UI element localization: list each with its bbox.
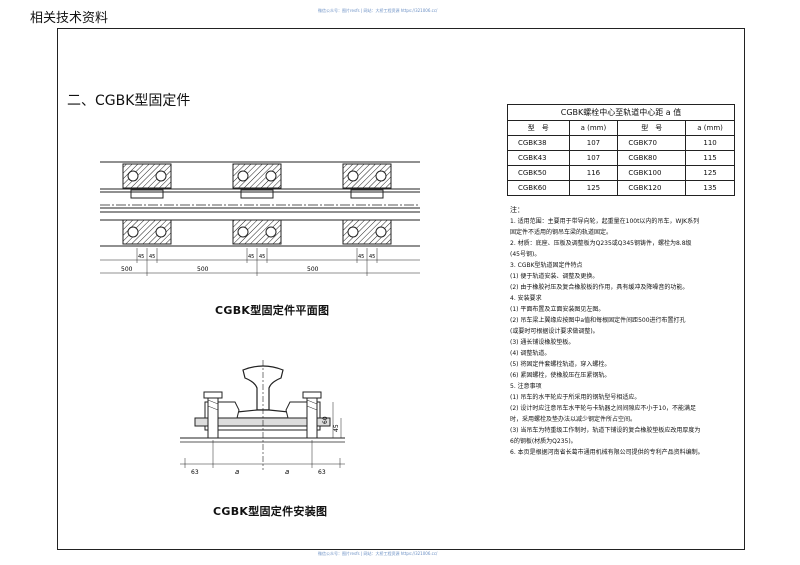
note-line: 固定件不适用的钢吊车梁的轨道固定。 [510,229,613,236]
note-line: (45号钢)。 [510,251,541,258]
plan-dim-45-b2: 45 [259,254,265,260]
cell-a: 125 [685,165,735,181]
install-dim-63-left: 63 [191,469,199,476]
spec-header-a-2: a (mm) [685,120,735,136]
cell-model: CGBK43 [507,150,570,166]
watermark-top: 微信公众号：图片resfs | 网站：大桥工程资源 https://321006… [318,8,438,13]
note-line: 4. 安装要求 [510,295,542,302]
install-dim-a-left: a [235,468,239,476]
plan-dim-45-a2: 45 [149,254,155,260]
note-line: (1) 吊车的水平轮应于所采用的钢轨型号相适应。 [510,394,641,401]
note-line: 6的钢板(材质为Q235)。 [510,438,577,445]
cell-model: CGBK50 [507,165,570,181]
spec-header-model-1: 型 号 [507,120,570,136]
fastener-plan-2 [232,163,282,245]
plan-dim-45-c2: 45 [369,254,375,260]
note-line: (5) 将固定件套螺栓轨道，穿入螺栓。 [510,361,611,368]
note-line: 时，采用螺栓及垫办法以减少钢定件所占空间。 [510,416,637,423]
install-dim-a-right: a [285,468,289,476]
cell-a: 116 [568,165,619,181]
note-line: 2. 材质：底座、压板及调整板为Q235或Q345钢铸件，螺栓为8.8级 [510,240,692,247]
cell-a: 107 [568,150,619,166]
install-dim-45: 45 [333,424,340,432]
cell-a: 107 [568,135,619,151]
plan-dim-45-b1: 45 [248,254,254,260]
table-row: CGBK60 125 CGBK120 135 [507,180,735,196]
fastener-plan-1 [122,163,172,245]
spec-header-model-2: 型 号 [617,120,687,136]
note-line: (2) 设计时应注意吊车水平轮与卡轨器之间间隙应不小于10，不能满足 [510,405,697,412]
notes-block: 注： 1. 适用范围：主要用于带导向轮，起重量在100t以内的吊车，WJK系列 … [510,205,735,458]
install-dim-60: 60 [322,416,329,424]
note-line: (或要时可根据设计要求做调整)。 [510,328,599,335]
spec-table: CGBK螺栓中心至轨道中心距 a 值 型 号 a (mm) 型 号 a (mm)… [507,104,735,196]
note-line: 6. 本页是根据河南省长葛市通用机械有限公司提供的专利产品资料编制。 [510,449,704,456]
page-header-title: 相关技术资料 [30,11,109,26]
table-row: CGBK38 107 CGBK70 110 [507,135,735,151]
note-line: 3. CGBK型轨道固定件特点 [510,262,583,269]
cell-a: 115 [685,150,735,166]
install-dim-63-right: 63 [318,469,326,476]
note-line: (4) 调整轨道。 [510,350,551,357]
install-view-caption: CGBK型固定件安装图 [213,505,328,518]
spec-table-title: CGBK螺栓中心至轨道中心距 a 值 [507,104,735,121]
note-line: (3) 通长铺设橡胶垫板。 [510,339,575,346]
note-line: (6) 紧固螺栓，使橡胶压在压紧钢轨。 [510,372,611,379]
spec-header-a-1: a (mm) [568,120,619,136]
table-row: CGBK50 116 CGBK100 125 [507,165,735,181]
cell-model: CGBK100 [617,165,687,181]
plan-dim-500-c: 500 [307,266,319,273]
note-line: (1) 平面布置及立面安装图见左图。 [510,306,605,313]
install-view-drawing: 60 45 63 a a 63 [180,360,345,476]
plan-dim-500-a: 500 [121,266,133,273]
watermark-bottom: 微信公众号：图片resfs | 网站：大桥工程资源 https://321006… [318,551,438,556]
note-line: (3) 当吊车为特重级工作制时，轨道下铺设的复合橡胶垫板应改用厚度为 [510,427,701,434]
plan-view-drawing: 500 45 45 500 45 45 500 45 45 [100,161,420,276]
note-line: 1. 适用范围：主要用于带导向轮，起重量在100t以内的吊车，WJK系列 [510,218,700,225]
plan-dim-45-c1: 45 [358,254,364,260]
cell-a: 135 [685,180,735,196]
cell-model: CGBK60 [507,180,570,196]
note-line: 5. 注意事项 [510,383,542,390]
cell-a: 125 [568,180,619,196]
cell-model: CGBK70 [617,135,687,151]
drawing-frame [57,28,745,550]
plan-dim-45-a1: 45 [138,254,144,260]
section-title: 二、CGBK型固定件 [67,93,191,109]
cell-a: 110 [685,135,735,151]
cell-model: CGBK80 [617,150,687,166]
fastener-plan-3 [342,163,392,245]
plan-view-caption: CGBK型固定件平面图 [215,304,330,317]
table-row: CGBK43 107 CGBK80 115 [507,150,735,166]
cell-model: CGBK120 [617,180,687,196]
note-line: (1) 便于轨道安装、调整及更换。 [510,273,599,280]
note-line: (2) 吊车梁上翼缘应按图中a值和每根固定件间距500进行布置打孔 [510,317,686,324]
cell-model: CGBK38 [507,135,570,151]
plan-dim-500-b: 500 [197,266,209,273]
notes-title: 注： [510,206,524,214]
note-line: (2) 由于橡胶衬压及复合橡胶板的作用，具有缓冲及降噪音的功能。 [510,284,689,291]
